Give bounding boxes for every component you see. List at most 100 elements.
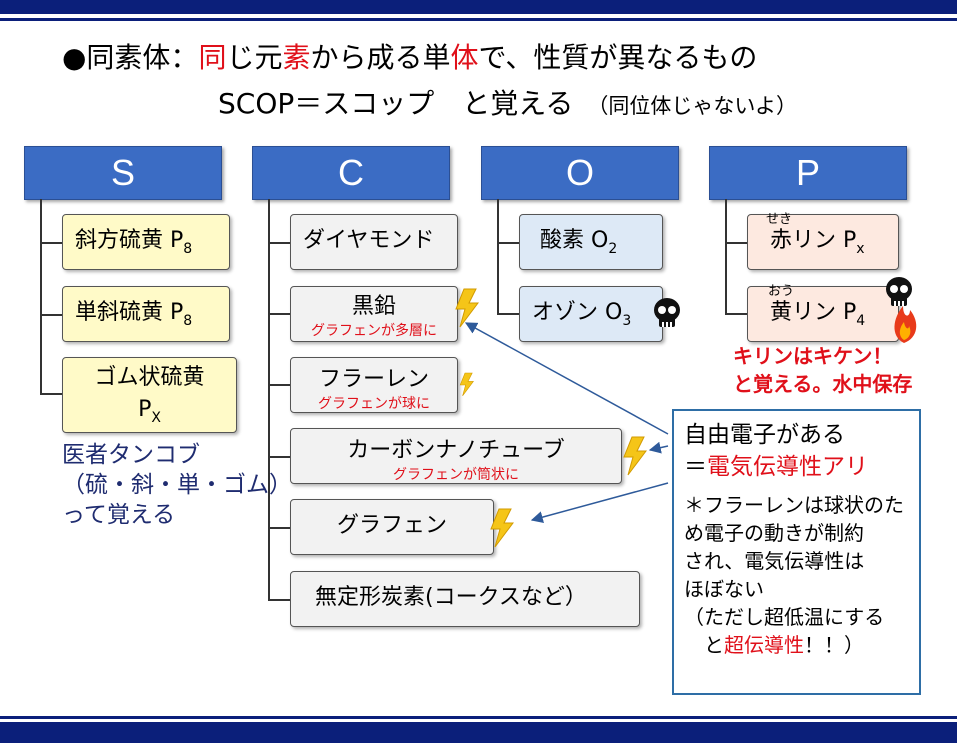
ruby-ou: おう xyxy=(768,284,795,299)
title-line-1: ●同素体：同じ元素から成る単体で、性質が異なるもの xyxy=(62,36,757,76)
box-note-text: ＊フラーレンは球状のた め電子の動きが制約 され、電気伝導性は ほぼない （ただ… xyxy=(684,493,904,657)
node-note: グラフェンが球に xyxy=(318,396,430,412)
node-c-fullerene: フラーレン グラフェンが球に xyxy=(290,357,458,413)
tree-line-o xyxy=(497,199,499,315)
title-line-2: SCOP＝スコップ と覚える （同位体じゃないよ） xyxy=(218,82,797,122)
title-mid-2: から成る単 xyxy=(310,41,451,74)
box-note-highlight: 超伝導性 xyxy=(724,633,804,657)
ruby-seki: せき xyxy=(766,212,793,227)
skull-icon xyxy=(886,277,912,306)
branch-p-1 xyxy=(725,242,747,244)
node-label: 斜方硫黄 P xyxy=(75,228,184,253)
node-label: 黄リン P xyxy=(770,300,857,325)
node-label: 赤リン P xyxy=(770,228,857,253)
node-subscript: 4 xyxy=(856,313,866,329)
branch-c-6 xyxy=(268,599,290,601)
node-c-graphene: グラフェン xyxy=(290,499,494,555)
memo-line-2: （硫・斜・単・ゴム） xyxy=(62,472,292,498)
node-subscript: 8 xyxy=(183,313,193,329)
tree-line-s xyxy=(40,199,42,395)
arrow-icon xyxy=(464,322,669,523)
kirin-line-2: と覚える。水中保存 xyxy=(733,372,913,396)
node-c-amorphous: 無定形炭素(コークスなど） xyxy=(290,571,640,627)
title-highlight-1: 同 xyxy=(198,41,227,74)
node-label: オゾン O xyxy=(532,300,623,325)
node-p-red: 赤リン Px xyxy=(747,214,899,270)
node-label: フラーレン xyxy=(318,367,429,392)
node-c-graphite: 黒鉛 グラフェンが多層に xyxy=(290,286,458,342)
box-line-1: 自由電子がある xyxy=(684,422,845,448)
node-label: 酸素 O xyxy=(540,228,609,253)
header-p: P xyxy=(709,146,907,200)
branch-s-2 xyxy=(40,314,62,316)
top-band xyxy=(0,0,957,14)
kirin-note: キリンはキケン！ と覚える。水中保存 xyxy=(733,342,912,398)
node-o-oxygen: 酸素 O2 xyxy=(519,214,663,270)
node-s-rhombic: 斜方硫黄 P8 xyxy=(62,214,230,270)
box-line-2: ＝電気伝導性アリ xyxy=(684,451,919,483)
bottom-band-thin xyxy=(0,716,957,719)
memo-line-1: 医者タンコブ xyxy=(62,442,200,468)
tree-line-c xyxy=(268,199,270,601)
node-label: 無定形炭素(コークスなど） xyxy=(315,585,587,610)
title-prefix: ●同素体： xyxy=(62,41,199,74)
node-s-rubber: ゴム状硫黄 PX xyxy=(62,357,237,433)
node-label: ゴム状硫黄 xyxy=(94,365,205,390)
header-c: C xyxy=(252,146,450,200)
top-band-gap xyxy=(0,14,957,18)
branch-s-1 xyxy=(40,242,62,244)
branch-s-3 xyxy=(40,393,62,395)
lightning-icon xyxy=(459,372,474,397)
top-band-thin xyxy=(0,18,957,21)
free-electron-box: 自由電子がある ＝電気伝導性アリ ＊フラーレンは球状のた め電子の動きが制約 さ… xyxy=(672,409,921,695)
node-subscript: 8 xyxy=(183,241,193,257)
box-note: ＊フラーレンは球状のた め電子の動きが制約 され、電気伝導性は ほぼない （ただ… xyxy=(684,491,919,659)
title-highlight-2: 素 xyxy=(282,41,311,74)
node-o-ozone: オゾン O3 xyxy=(519,286,663,342)
node-label: カーボンナノチューブ xyxy=(347,438,565,463)
box-equals: ＝ xyxy=(684,454,707,480)
title-mnemonic: SCOP＝スコップ と覚える xyxy=(218,87,574,120)
title-note: （同位体じゃないよ） xyxy=(587,94,798,118)
lightning-icon xyxy=(490,508,514,548)
bottom-band xyxy=(0,722,957,743)
node-subscript: 3 xyxy=(622,313,632,329)
title-mid-1: じ元 xyxy=(226,41,283,74)
title-highlight-3: 体 xyxy=(450,41,479,74)
node-subscript: x xyxy=(856,241,865,257)
node-label: 単斜硫黄 P xyxy=(75,300,184,325)
memo-line-3: って覚える xyxy=(62,502,176,528)
mnemonic-memo: 医者タンコブ （硫・斜・単・ゴム） って覚える xyxy=(62,440,292,530)
skull-icon xyxy=(654,298,680,327)
box-conductivity: 電気伝導性アリ xyxy=(707,454,868,480)
node-c-nanotube: カーボンナノチューブ グラフェンが筒状に xyxy=(290,428,622,484)
branch-o-2 xyxy=(497,313,519,315)
branch-c-5 xyxy=(268,527,290,529)
lightning-icon xyxy=(623,436,647,476)
branch-c-2 xyxy=(268,313,290,315)
branch-c-3 xyxy=(268,384,290,386)
node-c-diamond: ダイヤモンド xyxy=(290,214,458,270)
node-subscript: 2 xyxy=(608,241,618,257)
branch-o-1 xyxy=(497,242,519,244)
node-note: グラフェンが多層に xyxy=(311,323,437,339)
node-label-2: P xyxy=(138,397,152,422)
node-label: グラフェン xyxy=(337,513,448,538)
title-suffix: で、性質が異なるもの xyxy=(478,41,758,74)
header-s: S xyxy=(24,146,222,200)
header-o: O xyxy=(481,146,679,200)
node-note: グラフェンが筒状に xyxy=(393,467,519,483)
branch-c-1 xyxy=(268,242,290,244)
node-s-monoclinic: 単斜硫黄 P8 xyxy=(62,286,230,342)
kirin-line-1: キリンはキケン！ xyxy=(733,344,893,368)
node-label: 黒鉛 xyxy=(351,294,396,319)
lightning-icon xyxy=(455,288,479,328)
node-p-white: 黄リン P4 xyxy=(747,286,899,342)
fire-icon xyxy=(894,306,917,343)
node-label: ダイヤモンド xyxy=(303,228,435,253)
node-subscript: X xyxy=(151,410,161,426)
tree-line-p xyxy=(725,199,727,315)
branch-p-2 xyxy=(725,313,747,315)
branch-c-4 xyxy=(268,456,290,458)
